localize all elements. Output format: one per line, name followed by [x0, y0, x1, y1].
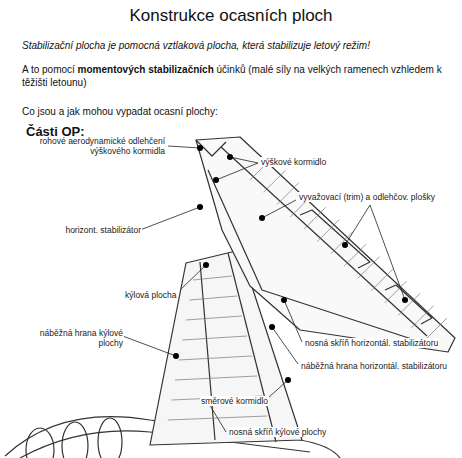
rib-stroke	[425, 318, 447, 340]
page-title: Konstrukce ocasních ploch	[0, 6, 462, 26]
part-label: vyvažovací (trim) a odlehčov. plošky	[298, 192, 436, 202]
rib-stroke	[358, 256, 380, 278]
rib-stroke	[317, 220, 339, 242]
fuselage-frame	[98, 418, 122, 458]
callout-dot	[342, 242, 348, 248]
callout-dot	[402, 297, 408, 303]
rib-stroke	[412, 306, 434, 328]
leader-line	[168, 146, 200, 148]
leader-line	[140, 207, 200, 230]
leader-line	[216, 163, 258, 180]
callout-dot	[285, 377, 291, 383]
fuselage-frame	[62, 422, 88, 458]
trim-tab	[300, 210, 370, 268]
elevator-hinge	[221, 147, 427, 336]
stabilizer-outline	[196, 137, 455, 352]
part-label: rohové aerodynamické odlehčení výškového…	[38, 136, 166, 156]
callout-dot	[269, 324, 275, 330]
leader-line	[262, 200, 296, 218]
rib-stroke	[186, 316, 242, 320]
part-label: kýlová plocha	[124, 290, 178, 300]
rib-stroke	[179, 356, 252, 360]
callout-dot	[197, 145, 203, 151]
callout-dot	[227, 154, 233, 160]
trim-tab	[385, 285, 432, 324]
rib-stroke	[398, 293, 420, 315]
callout-dot	[173, 353, 179, 359]
leader-line	[345, 205, 370, 245]
paragraph-text: A to pomocí	[22, 64, 75, 75]
leader-line	[284, 300, 302, 342]
paragraph-text: momentových stabilizačních	[78, 64, 214, 75]
part-label: náběžná hrana kýlové plochy	[22, 328, 124, 348]
leader-line	[208, 402, 226, 432]
note-text: Stabilizační plocha je pomocná vztlaková…	[22, 40, 370, 51]
paragraph: A to pomocímomentových stabilizačníchúči…	[22, 63, 447, 89]
rib-stroke	[182, 336, 247, 340]
leader-line	[272, 327, 298, 364]
rib-stroke	[304, 207, 326, 229]
rib-stroke	[371, 269, 393, 291]
part-label: směrové kormidlo	[200, 396, 269, 406]
callout-dot	[259, 215, 265, 221]
rib-stroke	[189, 296, 237, 300]
leader-line	[120, 335, 176, 356]
rib-stroke	[331, 232, 353, 254]
rib-stroke	[175, 376, 257, 380]
fuselage-frame	[26, 428, 54, 458]
note-text: Co jsou a jak mohou vypadat ocasní ploch…	[22, 105, 218, 118]
leader-line	[230, 157, 258, 163]
leader-line	[180, 265, 206, 290]
callout-dot	[203, 262, 209, 268]
callout-dot	[281, 297, 287, 303]
rib-stroke	[263, 170, 285, 192]
part-label: nosná skříň kýlové plochy	[228, 427, 327, 437]
horn-balance	[196, 140, 226, 156]
rib-stroke	[277, 183, 299, 205]
callout-dot	[213, 177, 219, 183]
part-label: nosná skříň horizontál. stabilizátoru	[304, 338, 439, 348]
rib-stroke	[193, 276, 232, 280]
part-label: náběžná hrana horizontál. stabilizátoru	[300, 361, 448, 371]
fin-spar	[200, 262, 215, 440]
part-label: horizont. stabilizátor	[64, 225, 142, 235]
leader-line	[370, 205, 405, 300]
leader-line	[268, 380, 288, 398]
rib-stroke	[344, 244, 366, 266]
part-label: výškové kormidlo	[260, 157, 327, 167]
callout-dot	[197, 204, 203, 210]
